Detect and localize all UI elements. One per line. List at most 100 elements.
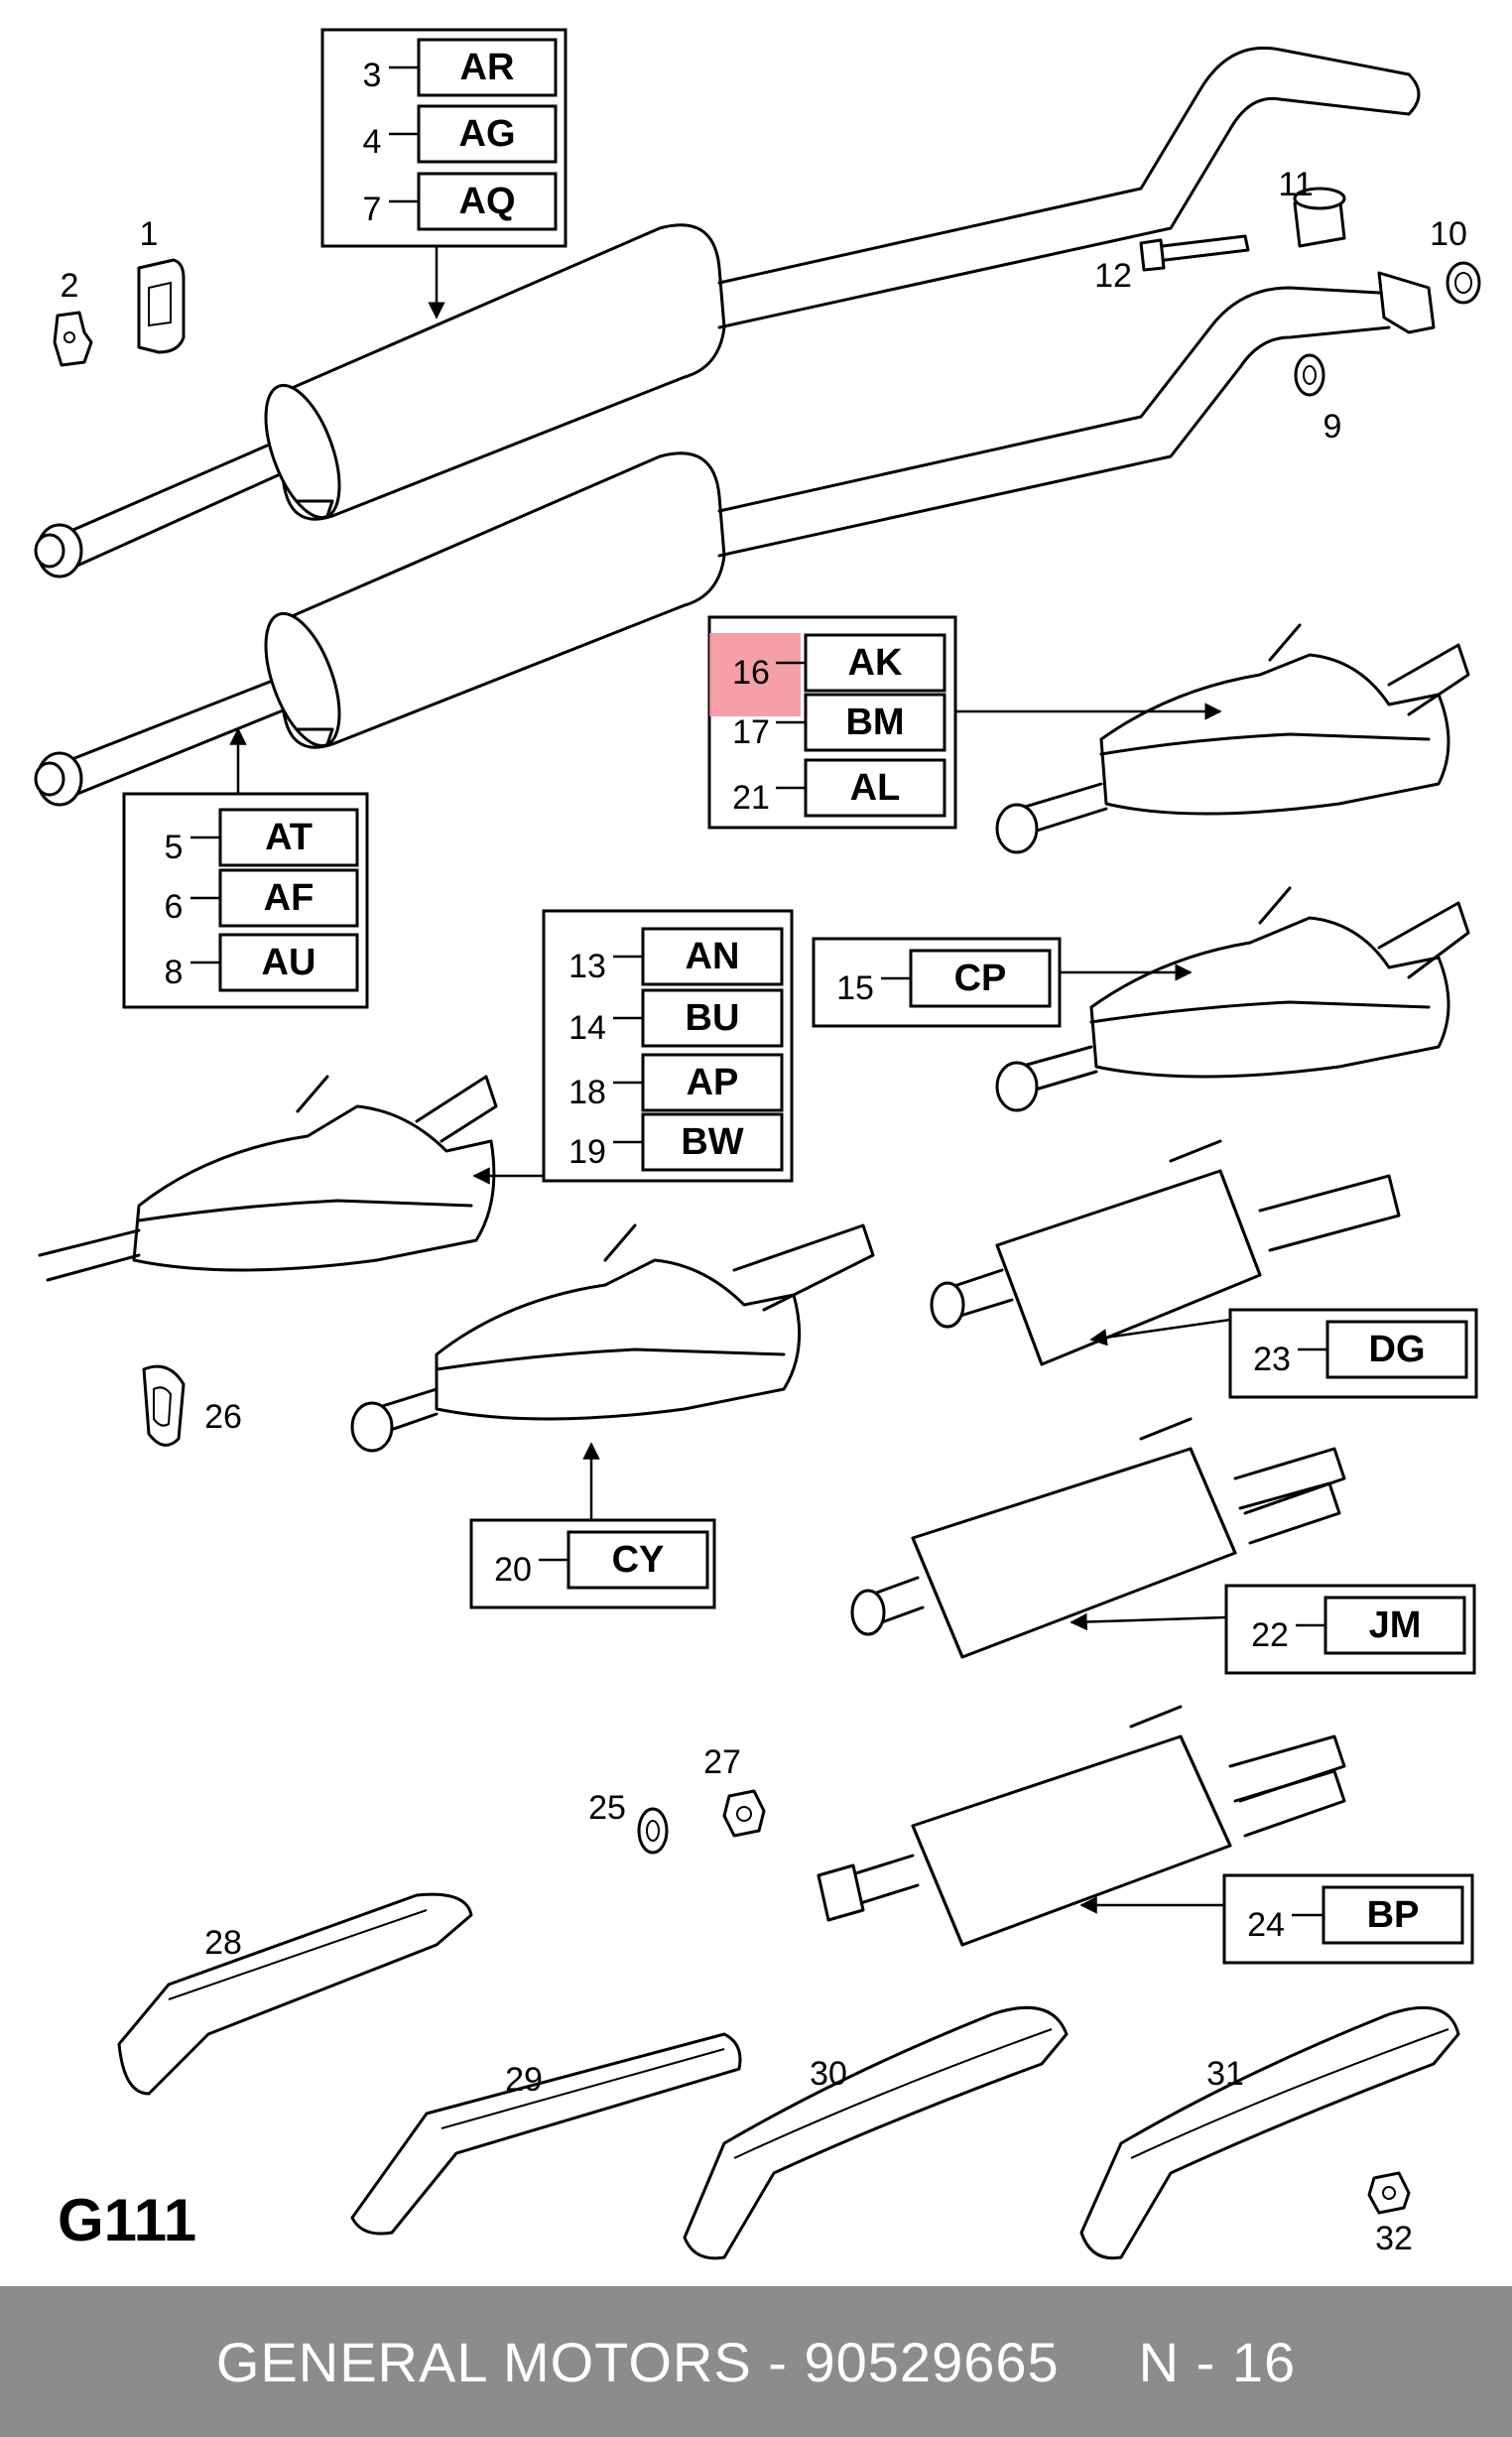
flange-9[interactable]	[1377, 271, 1436, 334]
rubber-mount-11[interactable]	[1293, 187, 1346, 248]
item-number: 18	[568, 1074, 606, 1111]
rear-muffler-15[interactable]	[995, 886, 1470, 1112]
callout-group-5-6-8: AT AF AU 5 6 8	[122, 727, 369, 1009]
code-label: CP	[954, 958, 1007, 999]
item-number: 20	[494, 1551, 532, 1589]
heat-shield-31[interactable]	[1079, 2005, 1460, 2260]
code-label: BU	[686, 997, 740, 1039]
bolt-12[interactable]	[1139, 234, 1250, 272]
code-box-BW[interactable]	[641, 1112, 784, 1172]
item-number: 16	[732, 654, 770, 692]
code-box-JM[interactable]	[1323, 1596, 1466, 1655]
part-number-28: 28	[204, 1924, 242, 1962]
rear-box-muffler-24[interactable]	[817, 1705, 1346, 1947]
callout-group-20: CY 20	[469, 1442, 716, 1609]
code-box-AU[interactable]	[218, 933, 359, 992]
rear-box-muffler-23[interactable]	[930, 1139, 1401, 1366]
heat-shield-30[interactable]	[683, 2005, 1069, 2260]
item-number: 5	[165, 829, 184, 866]
code-label: BM	[845, 702, 904, 743]
item-number: 7	[363, 191, 382, 228]
footer-bar: GENERAL MOTORS - 90529665 N - 16	[0, 2286, 1512, 2437]
code-box-AN[interactable]	[641, 927, 784, 986]
code-label: AP	[687, 1062, 739, 1103]
code-label: AU	[262, 942, 316, 983]
flange-gasket-10[interactable]	[1446, 261, 1481, 305]
part-number-11: 11	[1278, 166, 1313, 203]
part-number-9: 9	[1323, 408, 1342, 446]
item-number: 17	[732, 713, 770, 751]
code-label: AK	[848, 642, 903, 684]
rear-box-muffler-22[interactable]	[850, 1417, 1346, 1659]
code-box-AK[interactable]	[804, 633, 946, 693]
code-box-AR[interactable]	[417, 38, 558, 97]
item-number: 6	[165, 888, 184, 926]
item-number: 24	[1247, 1906, 1285, 1944]
code-label: AN	[686, 936, 740, 977]
part-number-26: 26	[204, 1398, 242, 1436]
code-box-BU[interactable]	[641, 988, 784, 1048]
code-label: AF	[264, 877, 315, 919]
code-label: AL	[850, 767, 901, 809]
rear-muffler-16-17-21[interactable]	[995, 623, 1470, 854]
rear-muffler-13-14-18-19[interactable]	[38, 1075, 498, 1282]
part-number-2: 2	[61, 267, 79, 305]
item-number: 13	[568, 948, 606, 985]
code-label: DG	[1369, 1329, 1426, 1370]
part-number-25: 25	[588, 1789, 626, 1827]
item-number: 8	[165, 954, 184, 991]
part-number-10: 10	[1430, 215, 1467, 253]
heat-shield-29[interactable]	[350, 2032, 742, 2236]
item-number: 4	[363, 123, 382, 161]
callout-group-23: DG 23	[1089, 1308, 1478, 1399]
code-label: BW	[681, 1121, 743, 1163]
clamp-1[interactable]	[137, 258, 186, 354]
code-box-CY[interactable]	[567, 1530, 709, 1590]
part-number-30: 30	[810, 2055, 847, 2093]
code-label: AG	[459, 113, 516, 155]
clamp-26[interactable]	[142, 1364, 186, 1447]
rear-muffler-20[interactable]	[350, 1223, 875, 1453]
part-number-labels: 1 2 9 10 11 12 25 26 27 28 29 30 31 32	[61, 166, 1467, 2257]
item-number: 22	[1251, 1616, 1289, 1654]
footer-page-number: N - 16	[1138, 2330, 1297, 2393]
exhaust-parts-diagram: AR AG AQ 3 4 7 AT AF AU 5 6 8 AK BM AL 1…	[34, 28, 1481, 2260]
part-number-29: 29	[505, 2061, 543, 2099]
washer-9[interactable]	[1294, 353, 1325, 397]
washer-25[interactable]	[637, 1807, 669, 1855]
code-label: JM	[1369, 1604, 1422, 1646]
part-number-27: 27	[703, 1743, 741, 1781]
highlight-item-16	[709, 633, 801, 716]
callout-group-16-17-21: AK BM AL 16 17 21	[707, 615, 1222, 830]
heat-shield-28[interactable]	[117, 1892, 473, 2096]
code-box-AL[interactable]	[804, 758, 946, 818]
callout-group-15: CP 15	[812, 937, 1193, 1028]
part-number-31: 31	[1206, 2055, 1244, 2093]
code-label: CY	[612, 1539, 665, 1581]
item-number: 3	[363, 57, 382, 94]
code-box-BM[interactable]	[804, 693, 946, 752]
item-number: 15	[836, 969, 874, 1007]
code-label: AR	[460, 47, 515, 88]
item-number: 19	[568, 1133, 606, 1171]
bracket-2[interactable]	[53, 311, 93, 367]
code-box-DG[interactable]	[1325, 1320, 1468, 1379]
callout-group-22: JM 22	[1070, 1584, 1476, 1675]
part-number-12: 12	[1094, 257, 1132, 295]
nut-32[interactable]	[1367, 2171, 1411, 2215]
code-label: AQ	[459, 181, 516, 222]
part-number-32: 32	[1375, 2220, 1413, 2257]
callout-group-13-14-18-19: AN BU AP BW 13 14 18 19	[472, 909, 794, 1185]
exhaust-pipe-upper[interactable]	[34, 46, 1421, 578]
item-number: 23	[1253, 1341, 1291, 1378]
callout-group-24: BP 24	[1079, 1873, 1474, 1965]
code-box-BP[interactable]	[1322, 1885, 1464, 1945]
nut-27[interactable]	[722, 1789, 766, 1838]
callout-group-3-4-7: AR AG AQ 3 4 7	[320, 28, 567, 320]
code-label: AT	[265, 817, 313, 858]
code-box-AG[interactable]	[417, 104, 558, 164]
item-number: 21	[732, 779, 770, 817]
page-code: G111	[58, 2187, 196, 2253]
code-label: BP	[1367, 1894, 1420, 1936]
exhaust-pipe-lower[interactable]	[34, 286, 1391, 807]
